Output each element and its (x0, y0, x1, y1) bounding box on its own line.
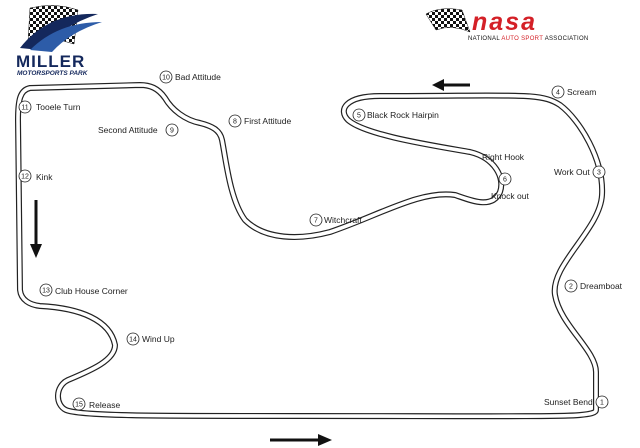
nasa-tagline: NATIONAL AUTO SPORT ASSOCIATION (468, 36, 589, 42)
svg-text:12: 12 (21, 174, 29, 181)
corner-5: 5 Black Rock Hairpin (352, 108, 439, 122)
track-surface (16, 83, 604, 419)
svg-text:5: 5 (357, 113, 361, 120)
svg-text:8: 8 (233, 119, 237, 126)
svg-text:11: 11 (21, 105, 28, 112)
svg-text:Sunset Bend: Sunset Bend (544, 397, 593, 407)
corner-4: 4 Scream (551, 85, 596, 99)
corner-7: 7 Witchcraft (309, 213, 362, 227)
miller-swoosh-icon (30, 22, 102, 52)
corner-11: 11 Tooele Turn (18, 100, 81, 114)
miller-name: MILLER (16, 52, 85, 71)
corner-13: 13 Club House Corner (39, 283, 128, 297)
svg-text:7: 7 (314, 218, 318, 225)
svg-text:2: 2 (569, 284, 573, 291)
direction-arrow-icon (432, 79, 470, 91)
direction-arrow-icon (30, 200, 42, 258)
svg-text:Scream: Scream (567, 87, 596, 97)
corner-10: 10 Bad Attitude (159, 70, 221, 84)
svg-text:13: 13 (42, 288, 50, 295)
svg-text:9: 9 (170, 128, 174, 135)
svg-text:4: 4 (556, 90, 560, 97)
corner-6: Right Hook 6 Knock out (482, 152, 529, 201)
corner-9: Second Attitude 9 (98, 123, 179, 137)
svg-text:Bad Attitude: Bad Attitude (175, 72, 221, 82)
corner-14: 14 Wind Up (126, 332, 175, 346)
svg-text:Work Out: Work Out (554, 167, 590, 177)
svg-text:Kink: Kink (36, 172, 53, 182)
corner-8: 8 First Attitude (228, 114, 292, 128)
corner-15: 15 Release (72, 397, 120, 411)
svg-text:Knock out: Knock out (491, 191, 529, 201)
corner-2: 2 Dreamboat (564, 279, 623, 293)
corner-1: Sunset Bend 1 (544, 395, 609, 409)
svg-text:1: 1 (600, 400, 604, 407)
nasa-word: nasa (472, 8, 537, 36)
svg-text:First Attitude: First Attitude (244, 116, 292, 126)
svg-text:Black Rock Hairpin: Black Rock Hairpin (367, 110, 439, 120)
svg-text:Dreamboat: Dreamboat (580, 281, 623, 291)
svg-text:14: 14 (129, 337, 137, 344)
corner-3: Work Out 3 (554, 165, 606, 179)
svg-text:Tooele Turn: Tooele Turn (36, 102, 81, 112)
svg-text:10: 10 (162, 75, 170, 82)
svg-text:Release: Release (89, 400, 120, 410)
svg-text:3: 3 (597, 170, 601, 177)
checkered-flag-icon (425, 8, 471, 33)
direction-arrow-icon (270, 434, 332, 446)
svg-text:Club House Corner: Club House Corner (55, 286, 128, 296)
nasa-logo: nasa NATIONAL AUTO SPORT ASSOCIATION (425, 8, 589, 42)
svg-text:6: 6 (503, 177, 507, 184)
svg-text:Wind Up: Wind Up (142, 334, 175, 344)
miller-subtitle: MOTORSPORTS PARK (17, 70, 89, 77)
miller-logo: MILLER MOTORSPORTS PARK (16, 5, 102, 77)
svg-text:Second Attitude: Second Attitude (98, 125, 158, 135)
svg-text:Right Hook: Right Hook (482, 152, 525, 162)
svg-text:15: 15 (75, 402, 83, 409)
corner-12: 12 Kink (18, 169, 53, 183)
svg-text:Witchcraft: Witchcraft (324, 215, 362, 225)
